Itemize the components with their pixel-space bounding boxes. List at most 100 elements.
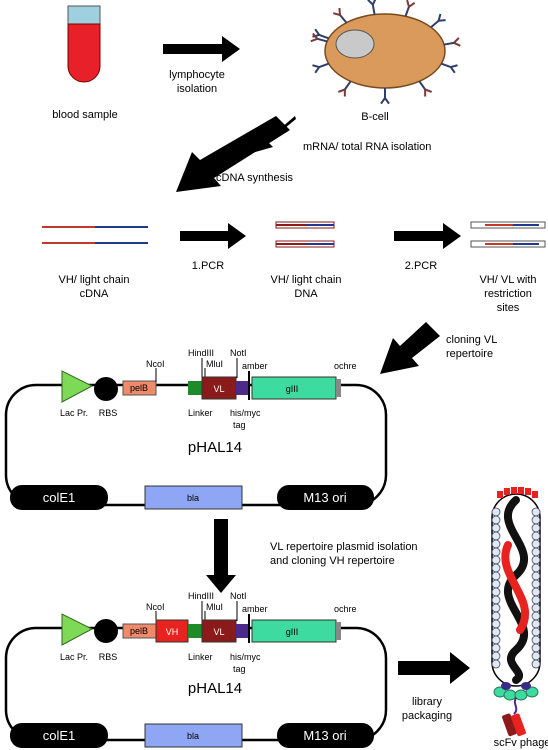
- coat-protein-icon: [491, 515, 501, 525]
- plasmid-1-cole1: colE1: [10, 485, 108, 510]
- arrow-diag-large-1: [176, 116, 290, 192]
- dna-strands: [275, 221, 335, 248]
- plasmid-1-lac-label: Lac Pr.: [60, 408, 88, 418]
- plasmid-2-bla-box: [144, 723, 243, 748]
- plasmid-1-linker-label: Linker: [188, 408, 213, 418]
- restriction-strands: [470, 221, 546, 248]
- plasmid-1-lac-promoter: [61, 370, 94, 403]
- coat-protein-icon: [531, 611, 541, 621]
- arrow-right-pcr1: [180, 223, 246, 249]
- coat-protein-icon: [491, 539, 501, 549]
- plasmid-1-ncoi-label: NcoI: [146, 359, 165, 369]
- plasmid-2-his-label-1: his/myc: [230, 652, 261, 662]
- plasmid-2-linker-label: Linker: [188, 652, 213, 662]
- plasmid-2-linker-box: [188, 624, 202, 638]
- coat-protein-icon: [491, 579, 501, 589]
- plasmid-2-name: pHAL14: [188, 680, 242, 697]
- antibody-icon: [404, 0, 416, 17]
- plasmid-2-lac-label: Lac Pr.: [60, 652, 88, 662]
- coat-protein-icon: [531, 555, 541, 565]
- plasmid-2-ochre-box: [336, 622, 341, 640]
- svg-text:M13 ori: M13 ori: [303, 490, 346, 505]
- plasmid-2-amber-label: amber: [242, 604, 268, 614]
- svg-text:M13 ori: M13 ori: [303, 728, 346, 743]
- b-cell-icon: [310, 0, 461, 105]
- restriction-label-2: restriction: [484, 288, 532, 300]
- plasmid-2-ochre-label: ochre: [334, 604, 357, 614]
- coat-protein-icon: [531, 579, 541, 589]
- plasmid-1-rbs-label: RBS: [99, 408, 118, 418]
- blood-tube-icon: [67, 5, 101, 83]
- plasmid-1-rbs: [94, 377, 118, 401]
- antibody-icon: [441, 62, 458, 74]
- plasmid-1-his-label-1: his/myc: [230, 408, 261, 418]
- plasmid-2-hindiii-label: HindIII: [188, 591, 214, 601]
- antibody-icon: [332, 7, 348, 24]
- plasmid-isolation-label-1: VL repertoire plasmid isolation: [270, 541, 418, 553]
- library-packaging-label-1: library: [412, 696, 442, 708]
- plasmid-2-pelb-label: pelB: [130, 626, 148, 636]
- plasmid-2-giii-label: gIII: [286, 627, 299, 637]
- plasmid-isolation-label-2: and cloning VH repertoire: [270, 555, 395, 567]
- coat-protein-icon: [531, 603, 541, 613]
- plasmid-2-bla-label: bla: [187, 731, 199, 741]
- coat-protein-icon: [491, 603, 501, 613]
- plasmid-1-linker-box: [188, 381, 202, 395]
- dna-label-2: DNA: [294, 288, 318, 300]
- coat-protein-icon: [491, 595, 501, 605]
- plasmid-1-pelb-label: pelB: [130, 383, 148, 393]
- plasmid-1-ochre-label: ochre: [334, 361, 357, 371]
- plasmid-1-name: pHAL14: [188, 439, 242, 456]
- antibody-icon: [430, 13, 446, 28]
- plasmid-2-rbs-label: RBS: [99, 652, 118, 662]
- coat-protein-icon: [531, 507, 541, 517]
- plasmid-1-his-label-2: tag: [233, 420, 246, 430]
- arrow-down-1: [206, 519, 236, 593]
- plasmid-1-amber-label: amber: [242, 361, 268, 371]
- dna-label-1: VH/ light chain: [271, 274, 342, 286]
- cdna-label-1: VH/ light chain: [59, 274, 130, 286]
- plasmid-2-mlui-label: MluI: [206, 602, 223, 612]
- antibody-icon: [418, 80, 433, 97]
- antibody-icon: [443, 37, 461, 47]
- coat-protein-icon: [491, 531, 501, 541]
- cloning-vl-label-2: repertoire: [446, 348, 493, 360]
- plasmid-2-noti-label: NotI: [230, 591, 247, 601]
- coat-protein-icon: [491, 611, 501, 621]
- antibody-icon: [380, 88, 390, 105]
- arrow-diag-large-2: [380, 322, 440, 374]
- arrow-right-pcr2: [394, 223, 461, 249]
- plasmid-2-tag-box: [236, 624, 248, 638]
- b-cell-label: B-cell: [361, 111, 389, 123]
- blood-sample-label: blood sample: [52, 109, 117, 121]
- plasmid-2-vh-label: VH: [166, 627, 179, 637]
- plasmid-1-pelb-box: [122, 380, 157, 396]
- restriction-label-1: VH/ VL with: [479, 274, 536, 286]
- coat-protein-icon: [531, 627, 541, 637]
- plasmid-2-vl-label: VL: [213, 627, 224, 637]
- scfv-phage-icon: [491, 487, 541, 737]
- plasmid-1-tag-box: [236, 381, 248, 395]
- coat-protein-icon: [491, 523, 501, 533]
- coat-protein-icon: [491, 507, 501, 517]
- coat-protein-icon: [491, 635, 501, 645]
- plasmid-1-vl-label: VL: [213, 384, 224, 394]
- coat-protein-icon: [491, 643, 501, 653]
- cloning-vl-label-1: cloning VL: [446, 334, 497, 346]
- plasmid-1-bla-box: [144, 485, 243, 510]
- coat-protein-icon: [491, 547, 501, 557]
- plasmid-2-cole1: colE1: [10, 723, 108, 748]
- plasmid-2-m13: M13 ori: [277, 723, 374, 748]
- coat-protein-icon: [491, 563, 501, 573]
- coat-protein-icon: [531, 635, 541, 645]
- rna-isolation-label: mRNA/ total RNA isolation: [303, 141, 431, 153]
- coat-protein-icon: [491, 659, 501, 669]
- plasmid-2-rbs: [94, 619, 118, 643]
- plasmid-1-noti-label: NotI: [230, 348, 247, 358]
- library-packaging-label-2: packaging: [402, 710, 452, 722]
- coat-protein-icon: [531, 659, 541, 669]
- antibody-icon: [310, 32, 328, 43]
- coat-protein-icon: [491, 619, 501, 629]
- antibody-icon: [312, 62, 329, 74]
